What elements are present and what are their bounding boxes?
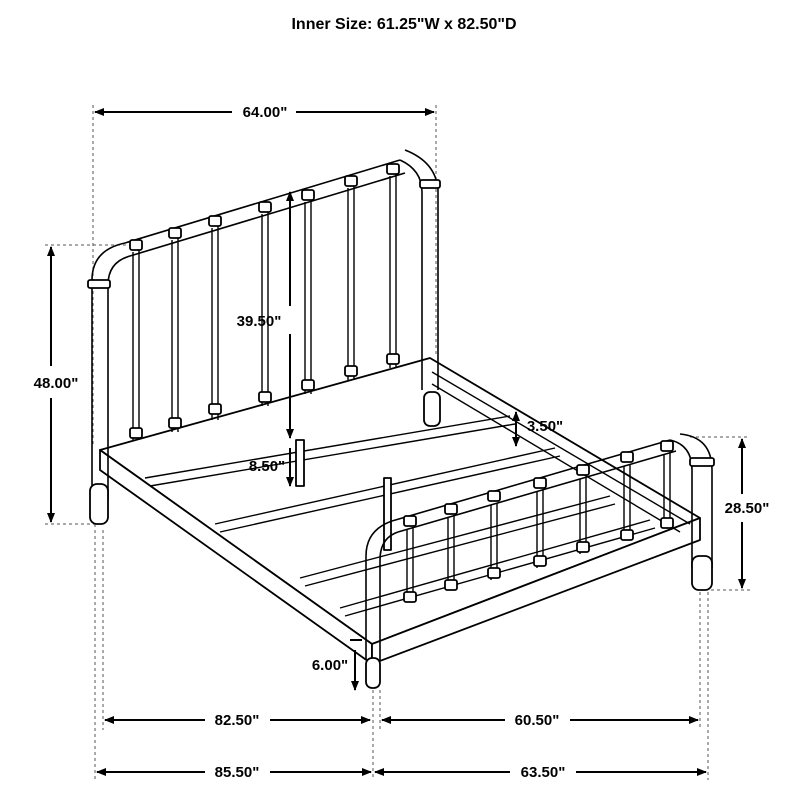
- dim-spindle-height-label: 39.50": [237, 313, 282, 330]
- footboard: [365, 433, 715, 660]
- footboard-collars: [403, 440, 715, 603]
- dim-overall-width-label: 63.50": [521, 764, 566, 781]
- dim-headboard-width: 64.00": [94, 104, 435, 121]
- dim-overall-width: 63.50": [374, 764, 707, 781]
- dim-side-rail-offset: 3.50": [512, 411, 563, 447]
- bed-frame: [99, 357, 701, 689]
- inner-size-title: Inner Size: 61.25"W x 82.50"D: [291, 16, 516, 33]
- dim-overall-length-label: 85.50": [215, 764, 260, 781]
- center-support-leg: [383, 477, 392, 551]
- dim-leg-height: 6.00": [312, 639, 362, 691]
- dim-footboard-height: 28.50": [725, 438, 770, 589]
- dim-inner-width-label: 60.50": [515, 712, 560, 729]
- dim-inner-width: 60.50": [381, 712, 699, 729]
- dim-inner-length-label: 82.50": [215, 712, 260, 729]
- dim-side-rail-offset-label: 3.50": [527, 418, 563, 435]
- dim-overall-length: 85.50": [96, 764, 372, 781]
- dim-rail-clearance: 8.50": [249, 448, 294, 487]
- dim-rail-clearance-label: 8.50": [249, 458, 285, 475]
- dim-headboard-height-label: 48.00": [34, 375, 79, 392]
- center-support-leg: [295, 439, 305, 487]
- dim-headboard-height: 48.00": [34, 246, 79, 523]
- footboard-spindles: [406, 453, 671, 600]
- headboard-spindles: [132, 174, 397, 440]
- headboard-collars: [87, 163, 441, 439]
- front-corner-leg: [365, 657, 381, 689]
- dim-footboard-height-label: 28.50": [725, 500, 770, 517]
- headboard: [87, 149, 441, 525]
- dim-leg-height-label: 6.00": [312, 657, 348, 674]
- dim-headboard-width-label: 64.00": [243, 104, 288, 121]
- dim-inner-length: 82.50": [104, 712, 371, 729]
- center-support-leg: [423, 391, 441, 427]
- dim-spindle-height: 39.50": [237, 191, 294, 439]
